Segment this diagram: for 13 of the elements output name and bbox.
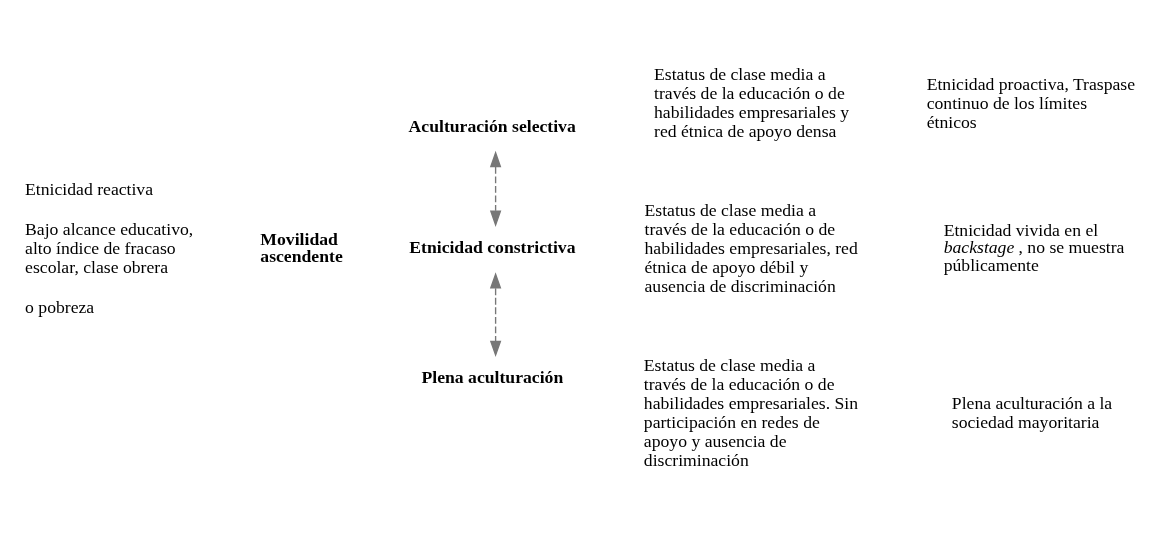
- node-text: Etnicidad reactiva Bajo alcance educativo, alto índice de fracaso escolar, clase obrera o pobreza: [25, 178, 194, 318]
- node-text: Aculturación selectiva: [408, 115, 576, 136]
- arrow: [489, 150, 502, 227]
- node-text: Etnicidad constrictiva: [409, 236, 576, 257]
- node-text: Etnicidad proactiva, Traspase continuo de los límites étnicos: [926, 73, 1136, 132]
- node-text: Plena aculturación: [421, 367, 564, 388]
- node-text: Estatus de clase media a través de la educación o de habilidades empresariales, red étnica de apoyo débil y ausencia de discriminación: [644, 200, 858, 297]
- node-text: Estatus de clase media a través de la educación o de habilidades empresariales y red étnica de apoyo densa: [654, 64, 850, 142]
- node-text: Etnicidad vivida en el backstage, no se muestra públicamente: [943, 219, 1125, 276]
- node-text: Estatus de clase media a través de la educación o de habilidades empresariales. Sin participación en redes de apoyo y ausencia de discriminación: [643, 355, 859, 471]
- node-text: Plena aculturación a la sociedad mayoritaria: [951, 393, 1113, 433]
- arrow: [489, 272, 502, 358]
- node-text: Movilidad ascendente: [260, 228, 343, 267]
